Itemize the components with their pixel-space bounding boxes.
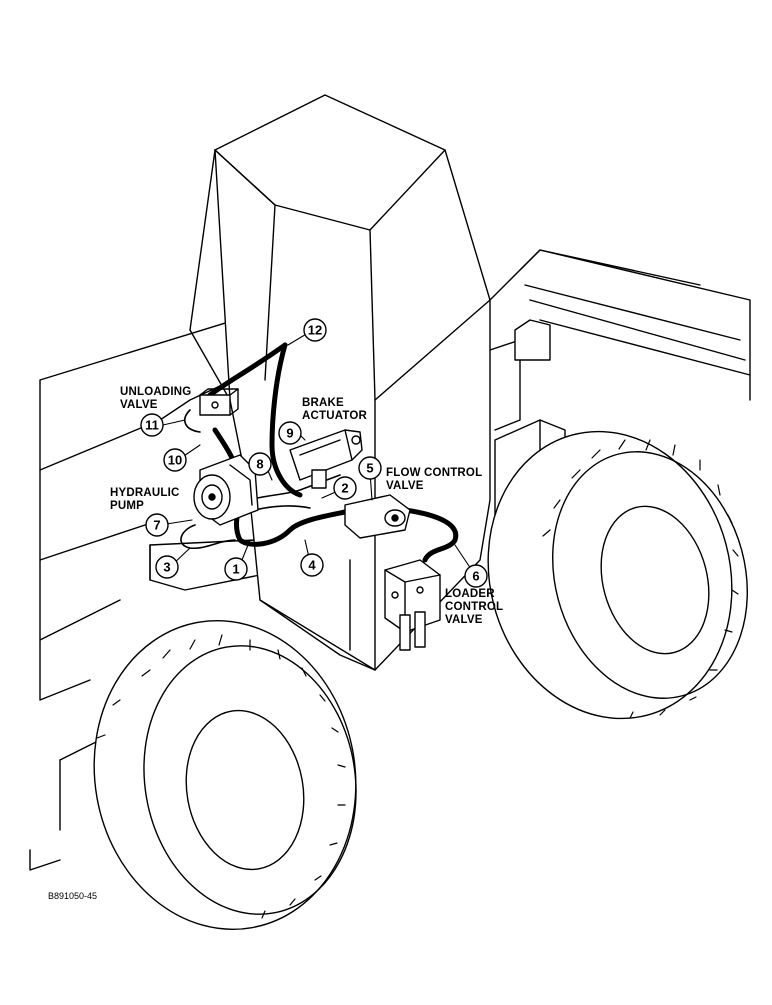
hydraulic-pump xyxy=(193,454,259,526)
callout-9: 9 xyxy=(278,421,302,445)
svg-text:7: 7 xyxy=(153,518,160,533)
svg-text:12: 12 xyxy=(308,323,322,338)
svg-text:8: 8 xyxy=(256,457,263,472)
flow-control-valve-label-line2: VALVE xyxy=(386,480,424,492)
svg-text:10: 10 xyxy=(168,453,182,468)
svg-text:9: 9 xyxy=(286,426,293,441)
svg-text:1: 1 xyxy=(232,562,239,577)
brake-actuator xyxy=(289,429,363,489)
line-12b xyxy=(269,342,303,498)
loader-control-valve xyxy=(384,559,441,651)
loader-control-valve-label-line3: VALVE xyxy=(445,614,483,626)
line-12 xyxy=(207,342,288,398)
front-wheel xyxy=(93,619,357,931)
callout-3: 3 xyxy=(155,555,179,579)
callout-7: 7 xyxy=(145,513,169,537)
figure-code: B891050-45 xyxy=(48,891,98,901)
svg-text:11: 11 xyxy=(145,418,159,433)
loader-control-valve-label-line1: LOADER xyxy=(445,588,495,600)
brake-actuator-label-line2: ACTUATOR xyxy=(302,410,368,422)
callout-1: 1 xyxy=(224,557,248,581)
callout-11: 11 xyxy=(140,413,164,437)
flow-control-valve-label-line1: FLOW CONTROL xyxy=(386,467,483,479)
hydraulic-pump-label-line2: PUMP xyxy=(110,500,145,512)
svg-text:2: 2 xyxy=(341,481,348,496)
loader-control-valve-label-line2: CONTROL xyxy=(445,601,504,613)
unloading-valve xyxy=(199,388,239,416)
unloading-valve-label-line2: VALVE xyxy=(120,399,158,411)
callout-10: 10 xyxy=(163,448,187,472)
callouts: 12 11 10 9 8 2 5 7 3 1 4 6 xyxy=(140,318,488,588)
svg-text:6: 6 xyxy=(472,569,479,584)
brake-actuator-label-line1: BRAKE xyxy=(302,397,344,409)
callout-6: 6 xyxy=(464,564,488,588)
callout-8: 8 xyxy=(248,452,272,476)
engine-hood xyxy=(489,249,751,431)
flow-control-valve xyxy=(344,494,411,539)
rear-wheel xyxy=(487,430,748,720)
callout-2: 2 xyxy=(333,476,357,500)
unloading-valve-label-line1: UNLOADING xyxy=(120,386,192,398)
callout-12: 12 xyxy=(303,318,327,342)
svg-text:3: 3 xyxy=(163,560,170,575)
line-6 xyxy=(402,507,459,563)
hydraulic-pump-label-line1: HYDRAULIC xyxy=(110,487,180,499)
callout-5: 5 xyxy=(358,456,382,480)
svg-text:4: 4 xyxy=(308,558,316,573)
svg-text:5: 5 xyxy=(366,461,373,476)
callout-4: 4 xyxy=(300,553,324,577)
tractor-cab xyxy=(189,94,491,671)
